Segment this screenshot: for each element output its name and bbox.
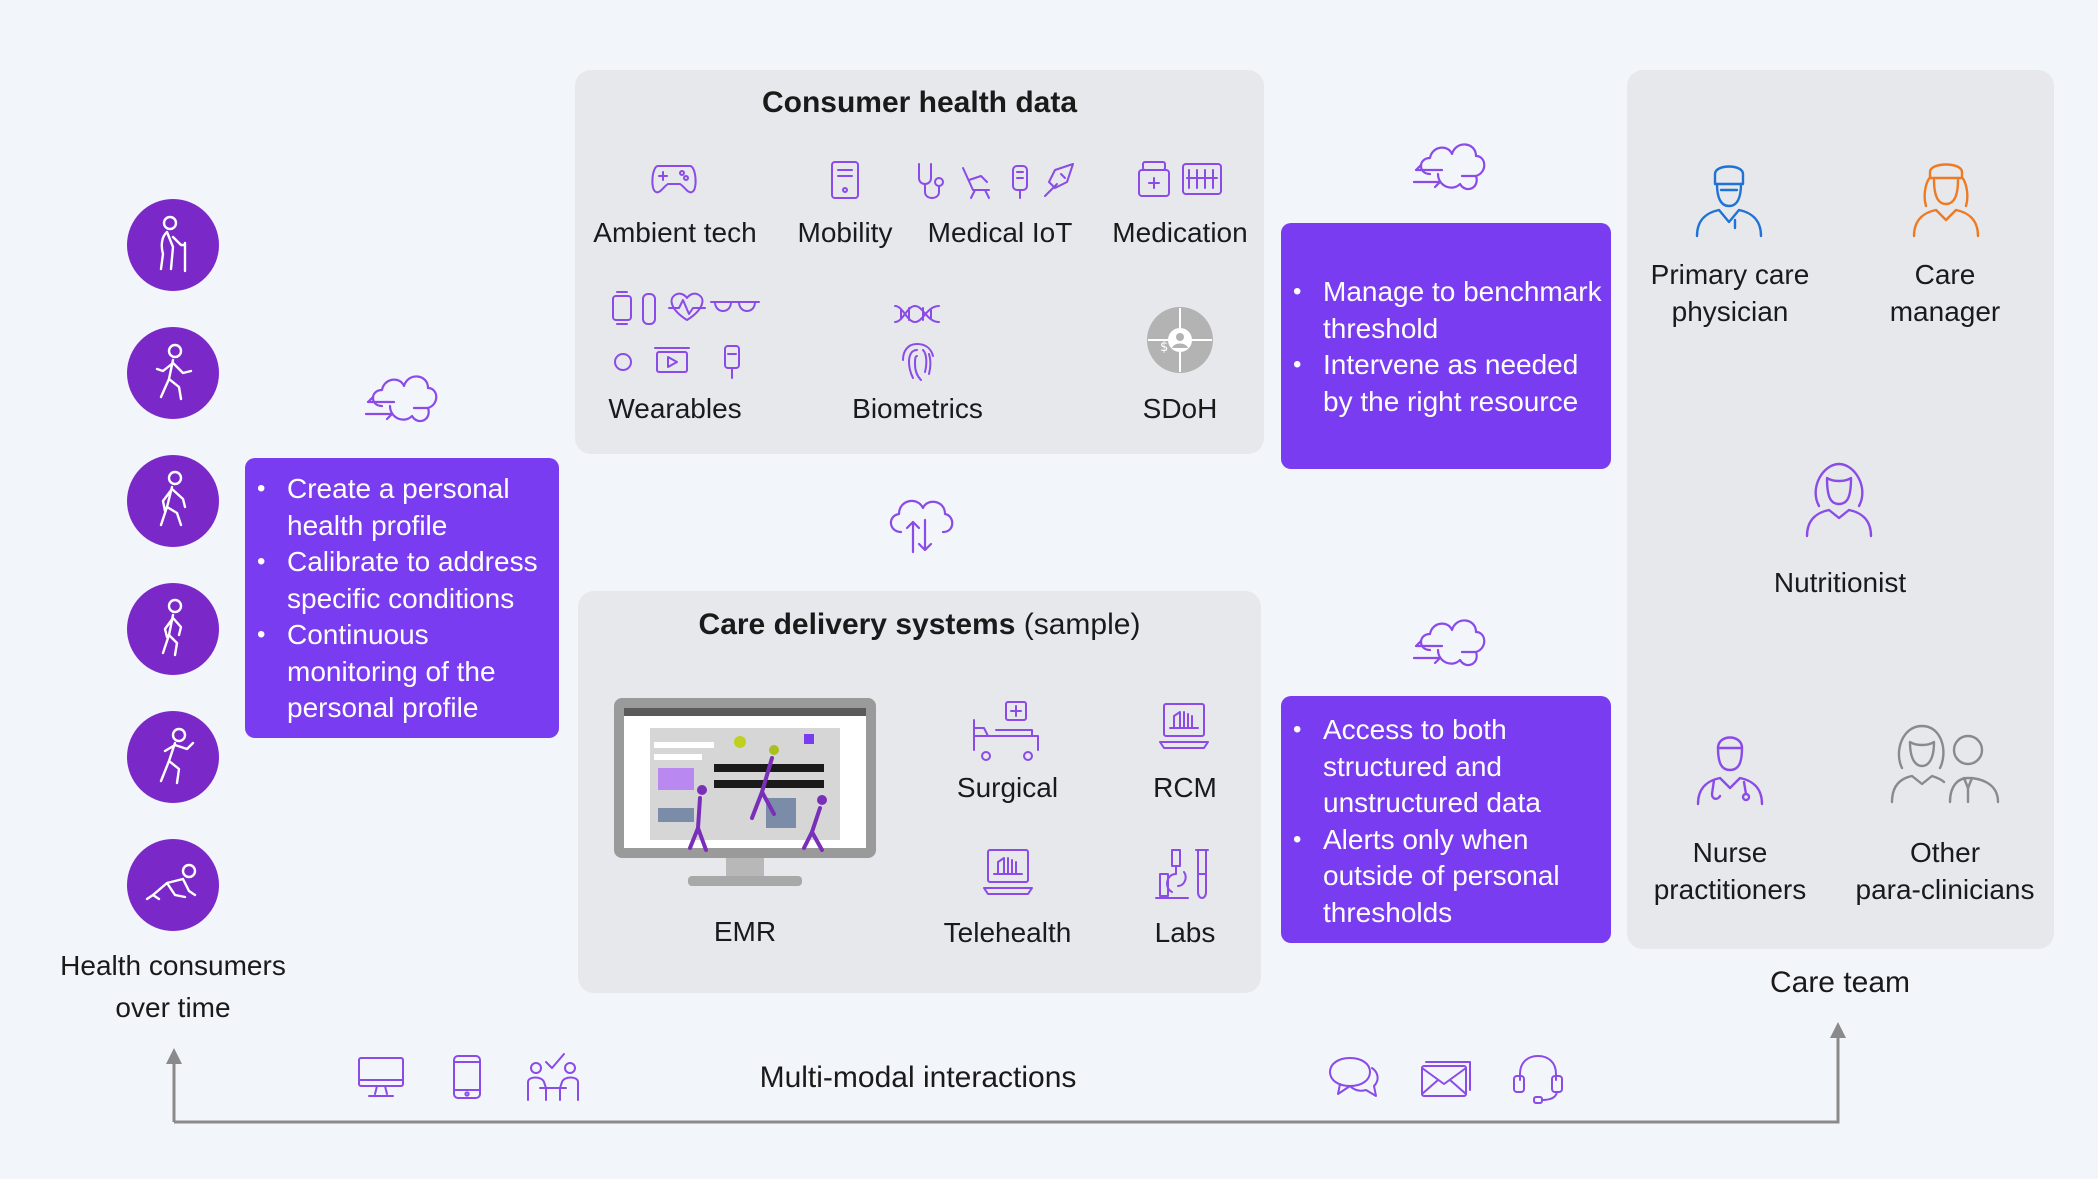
walking-person-icon (127, 327, 219, 419)
nurse-practitioner-icon (1696, 736, 1764, 806)
elderly-cane-person-icon (127, 199, 219, 291)
para-clinicians-icon (1890, 724, 2000, 804)
mobile-phone-icon (831, 161, 859, 199)
email-icon (1421, 1061, 1471, 1097)
consumer-health-data-panel (575, 70, 1264, 454)
care-team-label: Care team (1769, 966, 1911, 999)
pcp-label-line1: Primary care (1650, 259, 1810, 290)
medical-iot-label: Medical IoT (927, 217, 1073, 248)
medication-label: Medication (1112, 217, 1248, 248)
crawling-person-icon (127, 839, 219, 931)
profile-box: Create a personal health profile Calibra… (245, 458, 559, 738)
biometrics-label: Biometrics (852, 393, 983, 424)
care-delivery-title-bold: Care delivery systems (698, 608, 1016, 641)
medication-icon (1138, 161, 1222, 197)
interactions-label: Multi-modal interactions (759, 1061, 1077, 1094)
primary-care-physician-icon (1695, 165, 1763, 238)
nutritionist-label: Nutritionist (1773, 567, 1907, 598)
telehealth-label: Telehealth (943, 917, 1072, 948)
access-box: Access to both structured and unstructur… (1281, 696, 1611, 943)
profile-item: Calibrate to address specific conditions (257, 544, 549, 617)
telehealth-laptop-icon (983, 849, 1033, 895)
mobility-label: Mobility (797, 217, 893, 248)
care-manager-label-line2: manager (1889, 296, 2001, 327)
cloud-transfer-icon-top (1412, 143, 1486, 191)
dancing-person-icon (127, 711, 219, 803)
access-item: Access to both structured and unstructur… (1293, 712, 1603, 822)
benchmark-item: Manage to benchmark threshold (1293, 274, 1603, 347)
benchmark-box: Manage to benchmark threshold Intervene … (1281, 223, 1611, 469)
cloud-sync-icon (889, 499, 954, 554)
consumers-label-line1: Health consumers (60, 950, 286, 981)
other-label-line2: para-clinicians (1855, 874, 2035, 905)
wearables-icon (612, 291, 760, 379)
headset-icon (1513, 1055, 1563, 1104)
desktop-icon (358, 1057, 404, 1097)
profile-item: Continuous monitoring of the personal pr… (257, 617, 549, 727)
biometrics-icon (894, 305, 940, 381)
labs-label: Labs (1154, 917, 1216, 948)
medical-iot-icons (918, 163, 1074, 199)
emr-monitor-illustration (614, 698, 876, 888)
other-label-line1: Other (1909, 837, 1981, 868)
care-delivery-title: Care delivery systems (sample) (578, 608, 1261, 642)
running-person-icon (127, 583, 219, 675)
cloud-transfer-icon-bottom (1412, 619, 1486, 667)
ambient-tech-label: Ambient tech (593, 217, 757, 248)
surgical-label: Surgical (956, 772, 1059, 803)
nurse-label-line2: practitioners (1653, 874, 1807, 905)
emr-label: EMR (713, 916, 777, 947)
chat-icon (1329, 1057, 1379, 1097)
care-manager-icon (1912, 163, 1980, 238)
sdoh-dollar-glyph: $ (1160, 340, 1168, 355)
consumer-data-title: Consumer health data (761, 86, 1078, 119)
benchmark-item: Intervene as needed by the right resourc… (1293, 347, 1603, 420)
profile-item: Create a personal health profile (257, 471, 549, 544)
rcm-laptop-icon (1159, 703, 1209, 749)
emr-people-figures (688, 745, 827, 852)
access-item: Alerts only when outside of personal thr… (1293, 822, 1603, 932)
surgical-bed-icon (973, 701, 1039, 761)
cloud-transfer-icon (364, 375, 438, 423)
gamepad-icon (651, 165, 697, 194)
nurse-label-line1: Nurse (1692, 837, 1768, 868)
nutritionist-icon (1805, 462, 1873, 538)
in-person-meeting-icon (527, 1053, 579, 1101)
smartphone-icon (453, 1055, 481, 1099)
labs-microscope-icon (1155, 849, 1209, 899)
rcm-label: RCM (1153, 772, 1217, 803)
wearables-label: Wearables (608, 393, 742, 424)
sdoh-label: SDoH (1142, 393, 1218, 424)
sdoh-icon: $ (1147, 307, 1213, 373)
care-delivery-title-suffix: (sample) (1023, 608, 1141, 641)
care-manager-label-line1: Care (1914, 259, 1976, 290)
hiking-person-icon (127, 455, 219, 547)
pcp-label-line2: physician (1671, 296, 1789, 327)
consumers-label-line2: over time (115, 992, 231, 1023)
